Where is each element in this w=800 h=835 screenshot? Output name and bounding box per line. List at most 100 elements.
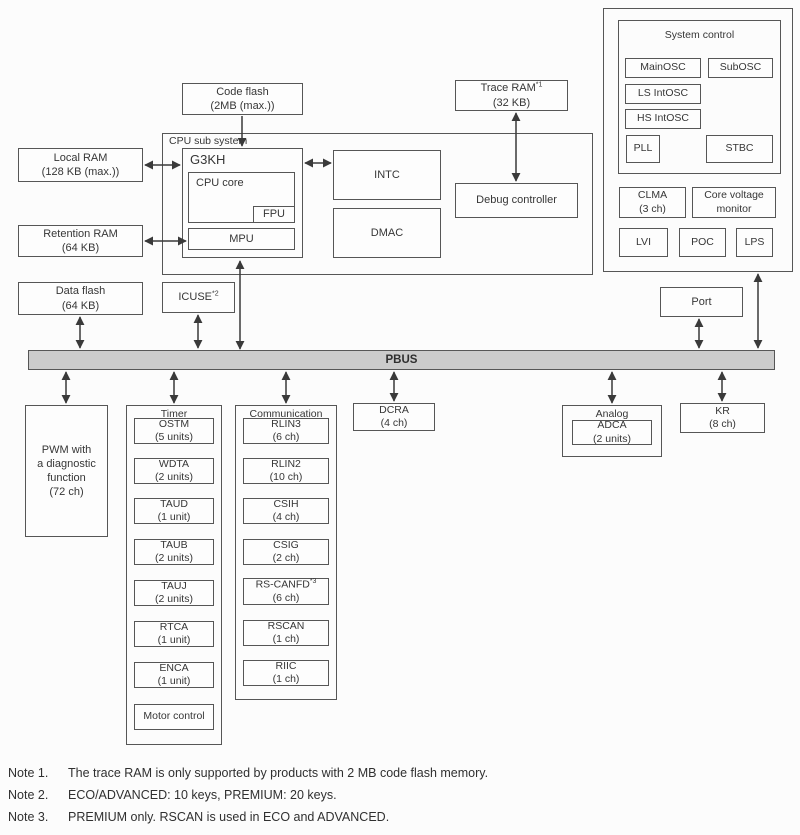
timer-item-qty: (2 units) [155,552,193,564]
comm-item-qty: (2 ch) [272,552,300,564]
timer-item-enca: ENCA (1 unit) [134,662,214,688]
pll-box: PLL [626,135,660,163]
lvi-box: LVI [619,228,668,257]
core-voltage-monitor-box: Core voltage monitor [692,187,776,218]
adca-label: ADCA [597,419,627,432]
debug-controller-label: Debug controller [476,194,557,207]
mpu-box: MPU [188,228,295,250]
timer-item-tauj: TAUJ (2 units) [134,580,214,606]
rs-canfd-note-marker: *3 [309,577,317,585]
port-label: Port [691,295,712,308]
timer-item-name: WDTA [158,457,190,470]
retention-ram-box: Retention RAM (64 KB) [18,225,143,257]
note-3-text: PREMIUM only. RSCAN is used in ECO and A… [68,810,390,824]
comm-item-rlin2: RLIN2 (10 ch) [243,458,329,484]
local-ram-size: (128 KB (max.)) [41,166,120,178]
timer-item-name: RTCA [159,620,189,633]
note-2: Note 2. ECO/ADVANCED: 10 keys, PREMIUM: … [8,788,488,802]
timer-item-motor-control: Motor control [134,704,214,730]
comm-item-name: CSIG [273,538,299,551]
poc-box: POC [679,228,726,257]
comm-item-name: RIIC [275,659,297,672]
data-flash-box: Data flash (64 KB) [18,282,143,315]
pwm-label-2: a diagnostic [37,457,96,470]
comm-item-qty: (6 ch) [272,431,300,443]
comm-item-qty: (1 ch) [272,633,300,645]
note-1-label: Note 1. [8,766,49,780]
timer-item-qty: (2 units) [155,593,193,605]
icuse-box: ICUSE*2 [162,282,235,313]
cpu-subsystem-label: CPU sub system [169,135,248,147]
code-flash-box: Code flash (2MB (max.)) [182,83,303,115]
mainosc-box: MainOSC [625,58,701,78]
adca-units: (2 units) [593,432,631,445]
kr-channels: (8 ch) [709,418,736,430]
lvi-label: LVI [636,235,651,248]
stbc-label: STBC [725,142,754,155]
timer-item-taub: TAUB (2 units) [134,539,214,565]
dcra-box: DCRA (4 ch) [353,403,435,431]
timer-item-wdta: WDTA (2 units) [134,458,214,484]
dcra-channels: (4 ch) [380,417,408,429]
comm-item-rscan: RSCAN (1 ch) [243,620,329,646]
pwm-label-1: PWM with [41,443,92,456]
lps-label: LPS [744,235,765,248]
footnotes: Note 1. The trace RAM is only supported … [8,766,488,832]
g3kh-label: G3KH [190,152,226,167]
clma-label: CLMA [637,189,668,202]
data-flash-label: Data flash [55,285,106,298]
comm-item-qty: (10 ch) [269,471,303,483]
comm-item-name: RLIN3 [271,417,301,430]
icuse-label: ICUSE*2 [178,290,219,304]
debug-controller-box: Debug controller [455,183,578,218]
comm-item-name: RS-CANFD*3 [255,577,317,591]
pbus-bar: PBUS [28,350,775,370]
comm-item-qty: (1 ch) [272,673,300,685]
core-voltage-monitor-label-1: Core voltage [704,189,764,202]
pwm-box: PWM with a diagnostic function (72 ch) [25,405,108,537]
clma-channels: (3 ch) [639,202,666,215]
intc-label: INTC [374,168,400,181]
timer-item-qty: (1 unit) [157,675,191,687]
comm-item-qty: (6 ch) [272,591,300,604]
retention-ram-label: Retention RAM [43,227,118,240]
code-flash-label: Code flash [216,85,269,98]
timer-item-name: ENCA [159,661,189,674]
comm-item-name: CSIH [273,497,299,510]
comm-item-riic: RIIC (1 ch) [243,660,329,686]
clma-box: CLMA (3 ch) [619,187,686,218]
kr-label: KR [715,404,730,417]
timer-item-name: Motor control [143,710,205,723]
timer-item-qty: (1 unit) [157,511,191,523]
hs-intosc-label: HS IntOSC [637,112,689,125]
ls-intosc-box: LS IntOSC [625,84,701,104]
timer-item-name: TAUB [160,538,188,551]
timer-group-title: Timer [160,408,188,420]
trace-ram-note-marker: *1 [535,81,543,89]
trace-ram-label: Trace RAM*1 [480,81,543,95]
retention-ram-size: (64 KB) [61,242,100,254]
note-2-text: ECO/ADVANCED: 10 keys, PREMIUM: 20 keys. [68,788,337,802]
timer-item-name: TAUD [160,497,188,510]
adca-box: ADCA (2 units) [572,419,652,445]
intc-box: INTC [333,150,441,200]
trace-ram-box: Trace RAM*1 (32 KB) [455,80,568,111]
subosc-label: SubOSC [719,61,762,74]
timer-item-rtca: RTCA (1 unit) [134,621,214,647]
dmac-box: DMAC [333,208,441,258]
comm-item-csig: CSIG (2 ch) [243,539,329,565]
lps-box: LPS [736,228,773,257]
timer-item-taud: TAUD (1 unit) [134,498,214,524]
fpu-box: FPU [253,206,295,223]
comm-item-rlin3: RLIN3 (6 ch) [243,418,329,444]
trace-ram-size: (32 KB) [492,96,531,109]
timer-item-qty: (5 units) [155,431,193,443]
mpu-label: MPU [229,232,254,245]
timer-item-qty: (2 units) [155,471,193,483]
fpu-label: FPU [263,208,285,221]
poc-label: POC [691,235,714,248]
icuse-note-marker: *2 [212,290,219,298]
note-1-text: The trace RAM is only supported by produ… [68,766,489,780]
pwm-channels: (72 ch) [49,486,84,499]
note-3-label: Note 3. [8,810,49,824]
